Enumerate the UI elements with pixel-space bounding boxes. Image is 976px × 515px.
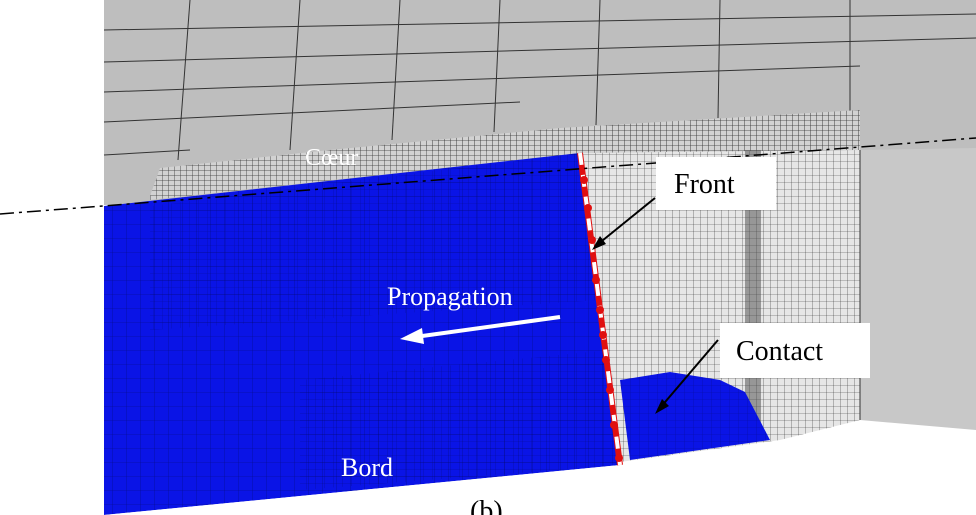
front-label: Front [674, 169, 735, 200]
propagation-arrow [400, 315, 561, 344]
front-arrow [592, 197, 656, 250]
lower-blank [104, 430, 976, 515]
fine-mesh-band [150, 110, 860, 200]
contact-arrow [655, 339, 719, 414]
front-label-box [656, 157, 776, 210]
bord-label: Bord [341, 453, 393, 482]
coeur-label: Cœur [305, 145, 358, 171]
symmetry-axis-line [0, 137, 976, 215]
propagation-label: Propagation [387, 282, 513, 311]
figure-caption: (b) [470, 496, 503, 515]
crack-front-line [577, 152, 623, 466]
contact-patch [620, 372, 770, 460]
contact-label-box [720, 323, 870, 378]
crack-region [104, 153, 620, 515]
contact-label: Contact [736, 336, 823, 367]
